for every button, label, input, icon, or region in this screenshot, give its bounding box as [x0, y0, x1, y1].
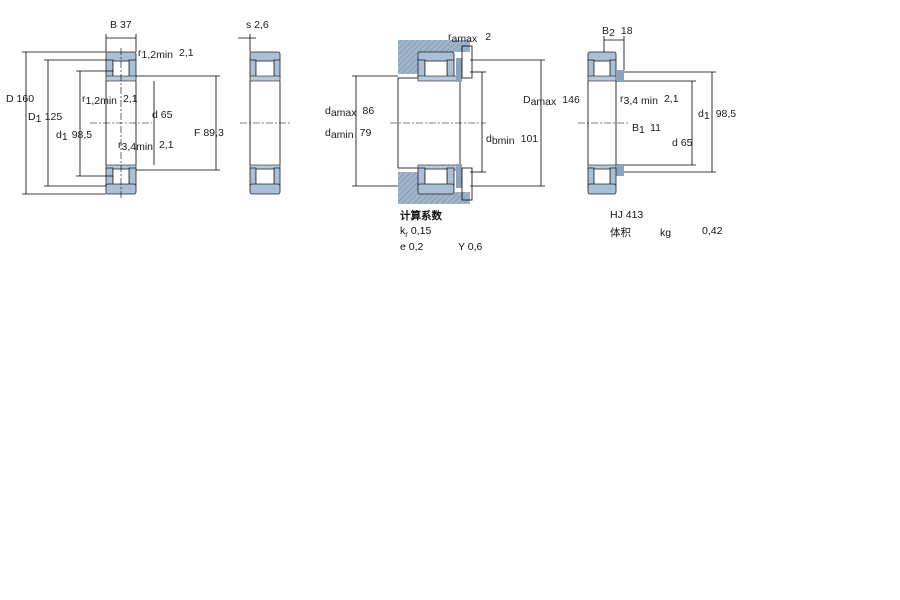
dim-b-label: B 37 [110, 19, 132, 31]
outer-ring-rib-top-r [128, 59, 137, 79]
calc-heading: 计算系数 [400, 210, 442, 222]
calc-e: e 0,2 [400, 241, 424, 253]
outer-ring-rib-top-l [105, 59, 114, 79]
dim-d-outer-label: D 160 [6, 93, 34, 105]
abutment-view [352, 40, 545, 204]
dim-f-label: F 89,3 [194, 127, 224, 139]
housing-bottom [398, 192, 470, 204]
ring-designation: HJ 413 [610, 209, 644, 221]
mass-label: 体积 [610, 227, 631, 239]
angle-ring-top [456, 58, 462, 82]
angle-ring-view [578, 36, 716, 195]
angle-ring-bottom [456, 164, 462, 188]
outer-ring-rib-bot-l [105, 167, 114, 187]
outer-ring-rib-bot-r [128, 167, 137, 187]
dim-bore-label: d 65 [152, 109, 173, 121]
housing-top [398, 40, 470, 52]
dim-s-label: s 2,6 [246, 19, 269, 31]
calc-y: Y 0,6 [458, 241, 483, 253]
cross-section-view [22, 34, 220, 198]
calc-kr: kr 0,15 [400, 225, 432, 240]
mass-unit: kg [660, 227, 672, 239]
mass-value: 0,42 [702, 225, 723, 237]
axial-view [238, 34, 290, 195]
d-ring-label: d 65 [672, 137, 693, 149]
